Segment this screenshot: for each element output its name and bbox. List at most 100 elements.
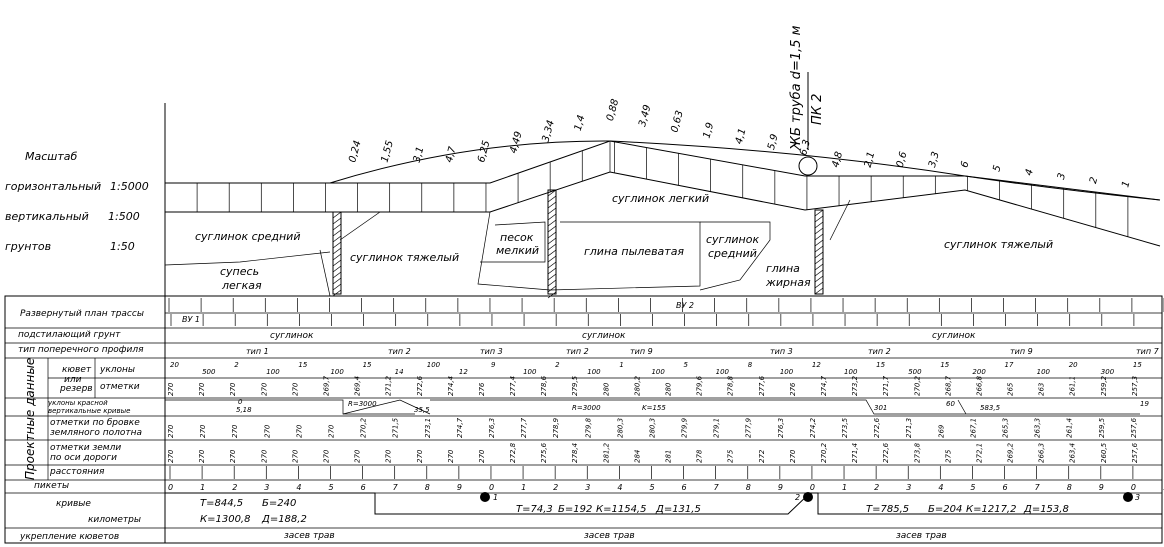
vertical-value: 270: [295, 424, 303, 438]
scale-vertical-value: 1:500: [108, 210, 140, 223]
picket-number: 9: [457, 483, 462, 492]
profile-type-row: тип 1 тип 2 тип 3 тип 2 тип 9 тип 3 тип …: [246, 347, 1160, 356]
hdr-ditch-reinf: укрепление кюветов: [19, 532, 119, 542]
scale-horizontal-value: 1:5000: [110, 180, 149, 193]
hatch-stroke: [814, 287, 824, 295]
vertical-value: 270: [199, 424, 207, 438]
vertical-value: 277,6: [758, 375, 766, 396]
vertical-value: 281,2: [602, 442, 610, 463]
ptype-8: тип 9: [1010, 347, 1033, 356]
picket-number: 6: [682, 483, 687, 492]
ditch-slope-value: 500: [202, 368, 216, 376]
ditch-slope-value: 2: [234, 361, 239, 369]
curve1-k: К=1300,8: [200, 514, 250, 525]
vertical-value: 274,4: [447, 376, 455, 396]
hdr-kilometers: километры: [88, 515, 141, 525]
reinf-3: засев трав: [896, 531, 947, 541]
ditch-slope-value: 100: [716, 368, 730, 376]
curve2-b: Б=192: [558, 504, 592, 515]
curve3-t: Т=785,5: [866, 504, 909, 515]
picket-number: 5: [649, 483, 654, 492]
hatch-stroke: [814, 275, 824, 283]
soil-supes-1: супесь: [220, 265, 259, 278]
vertical-value: 280: [665, 382, 673, 396]
soil-boundary-6: [699, 221, 771, 291]
ditch-slope-value: 14: [395, 368, 404, 376]
hdr-slopes: уклоны: [99, 365, 135, 375]
vertical-value: 266,3: [1038, 443, 1046, 463]
vertical-value: 274,7: [820, 375, 828, 396]
hatch-stroke: [547, 243, 557, 251]
grade-row: 0 5,18 R=3000 35,5 R=3000 K=155 301 60 5…: [236, 398, 1149, 414]
hatch-stroke: [547, 267, 557, 275]
vertical-value: 276,3: [488, 418, 496, 438]
hatch-stroke: [814, 233, 824, 241]
vertical-value: 277,7: [520, 417, 528, 438]
ditch-slope-value: 15: [298, 361, 307, 369]
hatch-stroke: [814, 209, 824, 217]
vertical-value: 275: [727, 449, 735, 463]
vertical-value: 273,2: [851, 375, 859, 396]
depth-label: 6,3: [798, 139, 813, 157]
picket-number: 2: [553, 483, 558, 492]
hatch-stroke: [332, 247, 342, 255]
vertical-value: 281: [665, 450, 673, 463]
picket-number: 4: [617, 483, 622, 492]
hatch-stroke: [814, 245, 824, 253]
curve-mark-1: [480, 492, 490, 502]
hatch-stroke: [332, 229, 342, 237]
vertical-value: 279,1: [713, 418, 721, 438]
picket-number: 6: [361, 483, 366, 492]
curve-mark-2: [803, 492, 813, 502]
vertical-value: 270: [167, 449, 175, 463]
hatch-stroke: [547, 285, 557, 293]
culvert-picket: ПК 2: [810, 94, 825, 125]
scale-horizontal-label: горизонтальный: [5, 180, 101, 193]
soil-glina-zh-2: жирная: [765, 276, 811, 289]
picket-number: 0: [168, 483, 173, 492]
vertical-value: 270,2: [820, 442, 828, 463]
ditch-slope-value: 100: [780, 368, 794, 376]
picket-number: 3: [906, 483, 911, 492]
hdr-ditch-1: кювет: [62, 365, 92, 375]
vertical-value: 270: [167, 424, 175, 438]
hatch-stroke: [332, 265, 342, 273]
depth-label: 0,63: [669, 109, 685, 133]
plan-label-vu2: ВУ 2: [676, 301, 694, 310]
vertical-value: 278,8: [727, 375, 735, 396]
hatch-stroke: [332, 241, 342, 249]
ditch-slope-value: 17: [1005, 361, 1014, 369]
vertical-value: 272,8: [509, 442, 517, 463]
hatch-stroke: [332, 289, 342, 297]
depth-label: 3,3: [927, 151, 942, 169]
picket-number: 1: [521, 483, 526, 492]
hdr-axis-marks-2: по оси дороги: [50, 453, 117, 463]
curve2-d: Д=131,5: [655, 504, 701, 515]
vertical-value: 266,8: [975, 375, 983, 396]
ditch-slopes-row: 2050021001510015141001291002100110051008…: [170, 361, 1142, 376]
ptype-9: тип 7: [1136, 347, 1160, 356]
picket-number: 3: [585, 483, 590, 492]
hatch-stroke: [332, 283, 342, 291]
hatch-stroke: [547, 249, 557, 257]
vertical-value: 272,6: [882, 442, 890, 463]
hatch-stroke: [547, 189, 557, 197]
soil-pesok-1: песок: [500, 231, 534, 244]
picket-number: 2: [874, 483, 879, 492]
plan-row: [165, 298, 1164, 326]
vertical-value: 265,3: [1002, 418, 1010, 438]
vertical-value: 265: [1007, 382, 1015, 396]
ptype-5: тип 9: [630, 347, 653, 356]
underlying-1: суглинок: [270, 331, 314, 341]
soil-boundary-2: [319, 249, 331, 297]
vertical-value: 272: [758, 449, 766, 463]
picket-number: 1: [200, 483, 205, 492]
vertical-value: 270,2: [913, 375, 921, 396]
soil-suglinok-sr2-2: средний: [708, 247, 757, 260]
vertical-value: 273,1: [424, 418, 432, 438]
hdr-underlying: подстилающий грунт: [18, 330, 121, 340]
vertical-value: 276: [789, 382, 797, 396]
hdr-marks: отметки: [100, 382, 140, 392]
picket-number: 6: [1003, 483, 1008, 492]
